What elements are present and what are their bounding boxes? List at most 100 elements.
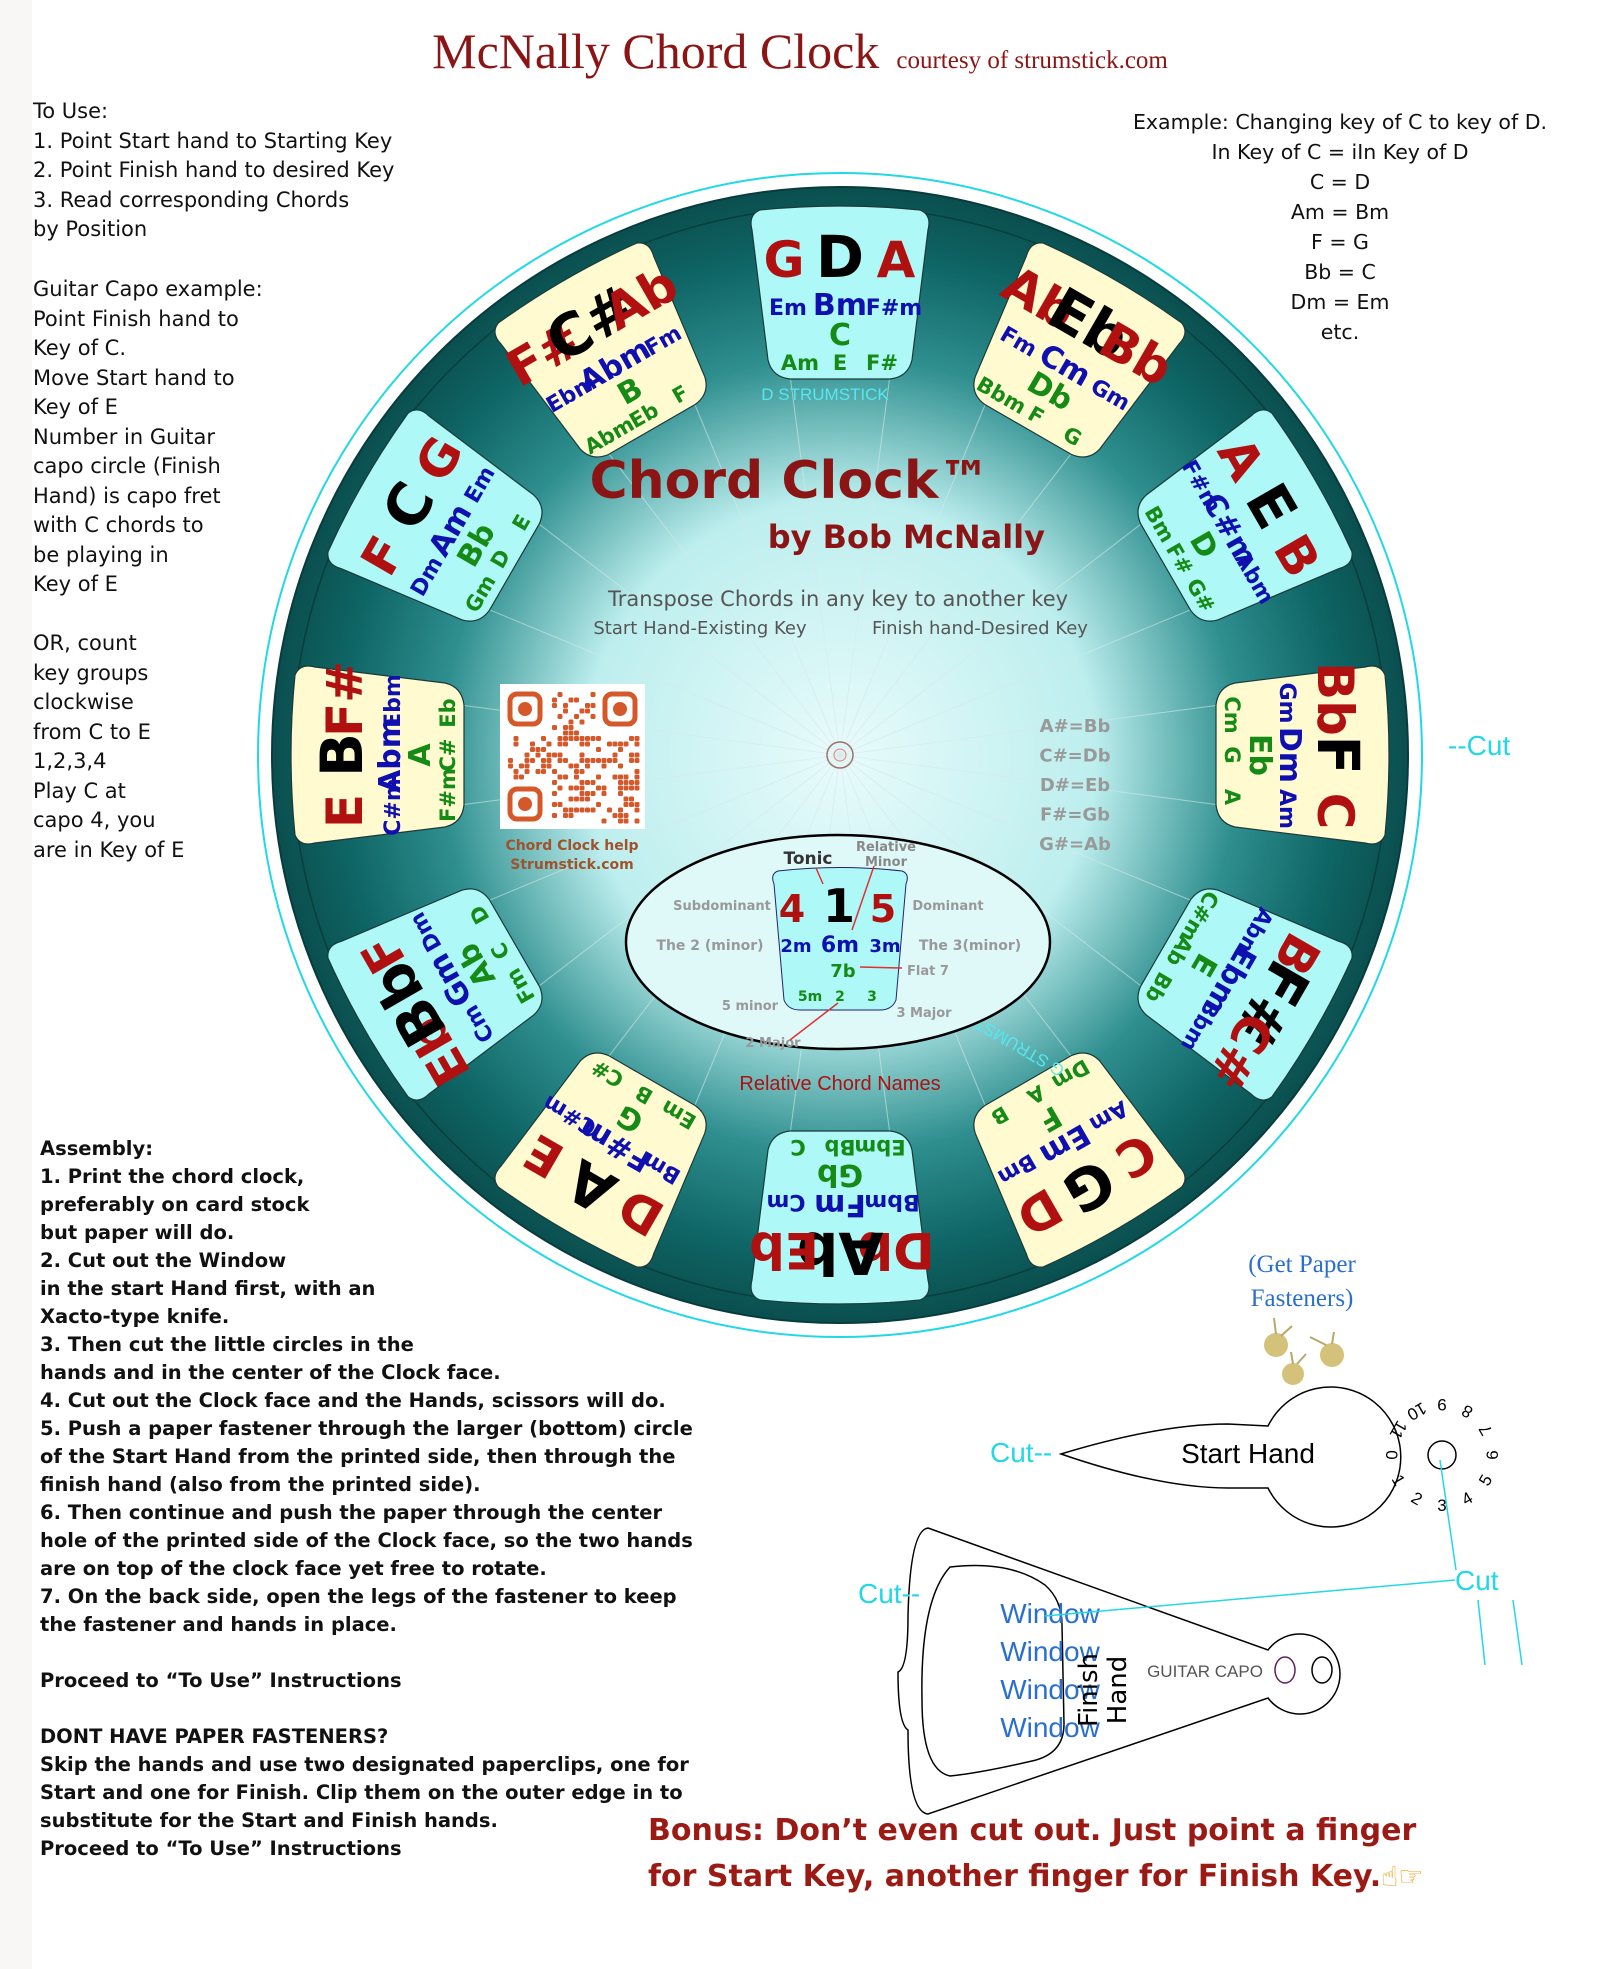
green-chord: C bbox=[790, 1135, 805, 1159]
degree-2m: 2m bbox=[780, 936, 811, 957]
panel-background bbox=[750, 1130, 930, 1305]
subdominant-label: Subdominant bbox=[673, 899, 771, 914]
qr-module bbox=[612, 741, 618, 747]
qr-module bbox=[530, 747, 535, 752]
qr-module bbox=[634, 758, 640, 763]
qr-module bbox=[612, 752, 618, 758]
qr-module bbox=[601, 763, 607, 769]
capo-fret-number: 8 bbox=[1458, 1401, 1476, 1422]
panel-background bbox=[327, 409, 543, 622]
qr-module bbox=[601, 758, 607, 763]
qr-module bbox=[574, 763, 579, 769]
qr-module bbox=[585, 741, 590, 747]
qr-module bbox=[634, 736, 640, 741]
qr-module bbox=[546, 741, 552, 747]
flat-seven-chord: C bbox=[829, 318, 851, 353]
enharmonic-item: A#=Bb bbox=[1040, 716, 1111, 737]
start-hint: Start Hand-Existing Key bbox=[593, 618, 807, 639]
qr-module bbox=[612, 774, 618, 780]
qr-module bbox=[601, 791, 607, 796]
pointing-finger-icons: ☝☞ bbox=[1381, 1860, 1424, 1893]
qr-module bbox=[585, 807, 590, 813]
qr-code[interactable] bbox=[500, 684, 645, 829]
qr-module bbox=[513, 736, 519, 741]
relative-chord-names-title: Relative Chord Names bbox=[739, 1073, 940, 1095]
paper-fasteners-icon bbox=[1264, 1317, 1344, 1385]
the-3-label: The 3(minor) bbox=[919, 938, 1021, 954]
finish-hand-cut-right-label: Cut bbox=[1455, 1565, 1499, 1596]
qr-module bbox=[612, 758, 618, 763]
get-paper-fasteners-link[interactable]: (Get Paper Fasteners) bbox=[1248, 1251, 1356, 1312]
qr-module bbox=[579, 752, 585, 758]
flat-seven-chord: Eb bbox=[1242, 734, 1277, 776]
guitar-capo-label: GUITAR CAPO bbox=[1147, 1662, 1263, 1681]
qr-module bbox=[563, 736, 568, 741]
key-chord: F bbox=[1304, 735, 1372, 775]
header: McNally Chord Clock courtesy of strumsti… bbox=[0, 22, 1600, 80]
dominant-label: Dominant bbox=[912, 899, 983, 914]
window-label: Window bbox=[1000, 1712, 1100, 1743]
qr-module bbox=[623, 818, 629, 824]
qr-finder-dot bbox=[518, 702, 532, 716]
qr-module bbox=[596, 747, 601, 752]
panel-background bbox=[290, 665, 465, 845]
degree-3: 3 bbox=[867, 989, 877, 1005]
qr-module bbox=[563, 725, 568, 730]
dominant-chord: C bbox=[1306, 793, 1364, 830]
two-major-label: 2 Major bbox=[745, 1036, 801, 1051]
capo-fret-number: 2 bbox=[1408, 1488, 1426, 1509]
qr-module bbox=[579, 736, 585, 741]
qr-module bbox=[618, 791, 623, 796]
degree-6m: 6m bbox=[821, 933, 859, 958]
qr-module bbox=[590, 692, 596, 697]
qr-module bbox=[563, 730, 568, 736]
finish-hand[interactable] bbox=[897, 1527, 1341, 1815]
window-label: Window bbox=[1000, 1598, 1100, 1629]
courtesy-link[interactable]: courtesy of strumstick.com bbox=[896, 47, 1168, 74]
start-hand-cut-label: Cut-- bbox=[990, 1437, 1053, 1468]
capo-fret-number: 7 bbox=[1475, 1421, 1496, 1439]
qr-module bbox=[552, 725, 557, 730]
qr-module bbox=[590, 780, 596, 785]
qr-module bbox=[618, 807, 623, 813]
qr-module bbox=[513, 774, 519, 780]
green-chord: Bb bbox=[824, 1135, 855, 1159]
qr-module bbox=[568, 763, 574, 769]
capo-fret-number: 5 bbox=[1475, 1471, 1496, 1489]
qr-module bbox=[574, 736, 579, 741]
green-chord: C# bbox=[436, 738, 460, 771]
minor-chord: Bbm bbox=[864, 1189, 919, 1214]
enharmonic-item: F#=Gb bbox=[1040, 805, 1110, 826]
panel-background bbox=[1137, 888, 1353, 1101]
start-hand-label: Start Hand bbox=[1181, 1438, 1315, 1469]
green-chord: Eb bbox=[436, 698, 460, 727]
clock-subtitle: Transpose Chords in any key to another k… bbox=[607, 587, 1068, 611]
panel-background bbox=[1215, 665, 1390, 845]
qr-module bbox=[563, 813, 568, 818]
qr-module bbox=[618, 747, 623, 752]
qr-module bbox=[524, 763, 530, 769]
qr-module bbox=[623, 774, 629, 780]
capo-fret-number: 6 bbox=[1483, 1450, 1502, 1459]
qr-module bbox=[563, 758, 568, 763]
qr-caption-site[interactable]: Strumstick.com bbox=[510, 857, 634, 873]
qr-module bbox=[596, 758, 601, 763]
qr-module bbox=[568, 719, 574, 725]
degree-5m: 5m bbox=[798, 989, 822, 1005]
qr-module bbox=[552, 802, 557, 807]
qr-caption-help[interactable]: Chord Clock help bbox=[505, 838, 638, 854]
qr-module bbox=[541, 758, 546, 763]
finish-hand-cut-left-label: Cut-- bbox=[858, 1578, 921, 1609]
qr-module bbox=[563, 807, 568, 813]
